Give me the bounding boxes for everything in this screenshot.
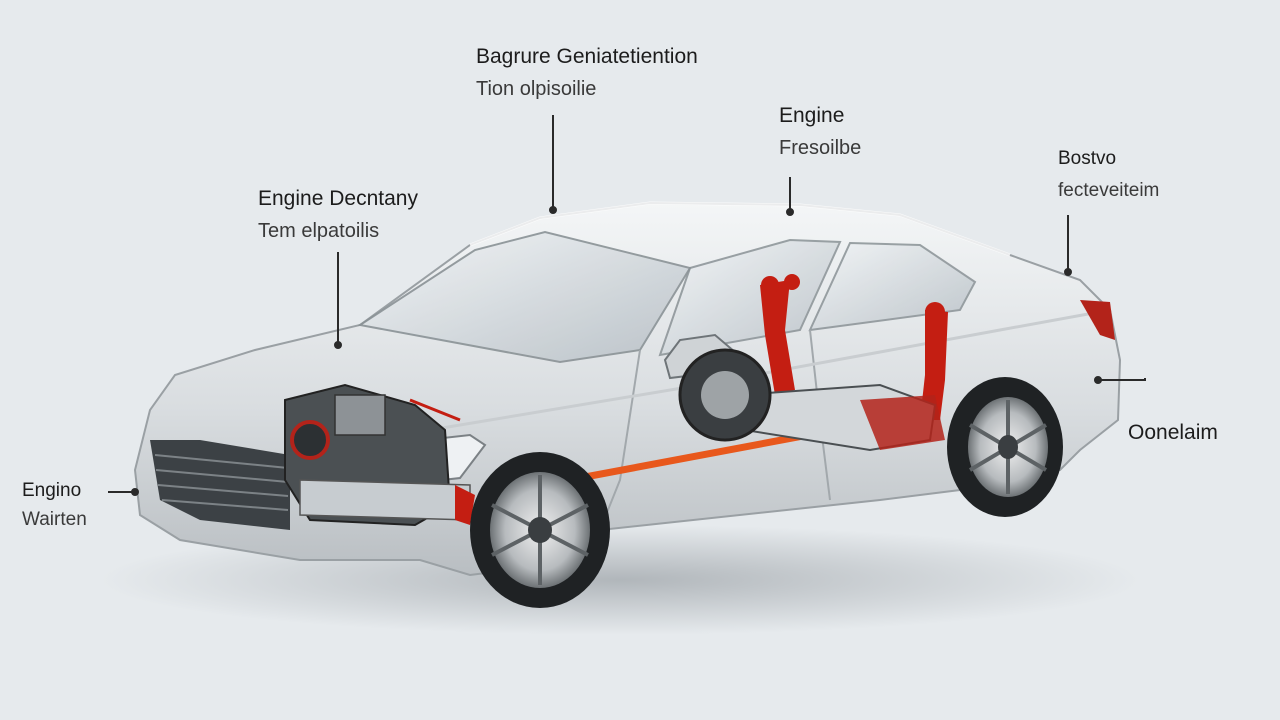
leader-lines [108,115,1146,496]
callout-subtitle: Tem elpatoilis [258,220,380,242]
body-character-line [429,308,1111,432]
callout-subtitle: Fresoilbe [779,137,862,159]
callout-title: Bagrure Geniatetiention [476,45,698,68]
front-side-window [658,238,842,357]
callout-left-upper: Engine Decntany Tem elpatoilis [258,186,418,244]
callout-subtitle: fecteveiteim [1058,180,1160,201]
tail-light [1080,300,1115,340]
callout-title: Bostvo [1058,148,1117,169]
callout-title: Oonelaim [1128,421,1218,444]
rear-wheel [947,377,1063,517]
roof-line [469,201,1011,257]
callout-left-lower: Engino Wairten [22,478,87,533]
callout-top-center: Bagrure Geniatetiention Tion olpisoilie [476,44,698,102]
front-wheel [470,452,610,608]
callout-top-right: Engine Fresoilbe [779,103,861,161]
engine-block [284,383,475,527]
front-grille [150,440,290,530]
callout-far-right: Bostvo fecteveiteim [1058,146,1159,204]
callout-title: Engine Decntany [258,187,418,210]
callout-right-mid: Oonelaim [1128,420,1218,446]
callout-title: Engino [22,480,82,501]
callout-subtitle: Tion olpisoilie [476,78,597,100]
callout-title: Engine [779,104,845,127]
callout-subtitle: Wairten [22,509,87,530]
rear-suspension [678,274,948,452]
